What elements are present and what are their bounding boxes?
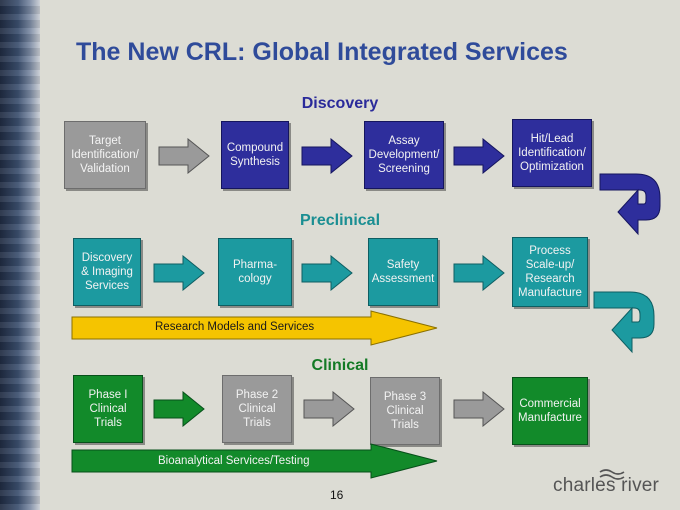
box-compound-synthesis: Compound Synthesis — [221, 121, 289, 189]
arrow-clinical-3 — [453, 391, 505, 427]
curved-arrow-discovery-to-preclinical — [599, 173, 661, 236]
box-phase-3: Phase 3 Clinical Trials — [370, 377, 440, 445]
box-discovery-imaging: Discovery & Imaging Services — [73, 238, 141, 306]
box-safety-assessment: Safety Assessment — [368, 238, 438, 306]
page-title: The New CRL: Global Integrated Services — [76, 38, 568, 66]
page-number: 16 — [330, 488, 344, 502]
arrow-clinical-2 — [303, 391, 355, 427]
research-models-band-arrow — [71, 310, 438, 346]
section-label-preclinical: Preclinical — [299, 212, 381, 229]
box-assay-development: Assay Development/ Screening — [364, 121, 444, 189]
arrow-discovery-3 — [453, 138, 505, 174]
arrow-preclinical-2 — [301, 255, 353, 291]
logo-text: charles river — [553, 475, 660, 496]
arrow-preclinical-3 — [453, 255, 505, 291]
box-commercial-manufacture: Commercial Manufacture — [512, 377, 588, 445]
research-models-band-label: Research Models and Services — [155, 321, 315, 333]
box-phase-2: Phase 2 Clinical Trials — [222, 375, 292, 443]
section-label-discovery: Discovery — [301, 95, 379, 112]
arrow-discovery-1 — [158, 138, 210, 174]
arrow-discovery-2 — [301, 138, 353, 174]
arrow-preclinical-1 — [153, 255, 205, 291]
curved-arrow-preclinical-to-clinical — [593, 291, 655, 354]
box-pharmacology: Pharma- cology — [218, 238, 292, 306]
charles-river-logo-icon — [599, 469, 625, 480]
bioanalytical-band-label: Bioanalytical Services/Testing — [158, 455, 310, 467]
box-process-scale-up: Process Scale-up/ Research Manufacture — [512, 237, 588, 307]
box-phase-1: Phase I Clinical Trials — [73, 375, 143, 443]
box-target-identification: Target Identification/ Validation — [64, 121, 146, 189]
left-decorative-bar — [0, 0, 40, 510]
box-hit-lead-identification: Hit/Lead Identification/ Optimization — [512, 119, 592, 187]
section-label-clinical: Clinical — [311, 357, 369, 374]
bioanalytical-band-arrow — [71, 443, 438, 479]
arrow-clinical-1 — [153, 391, 205, 427]
